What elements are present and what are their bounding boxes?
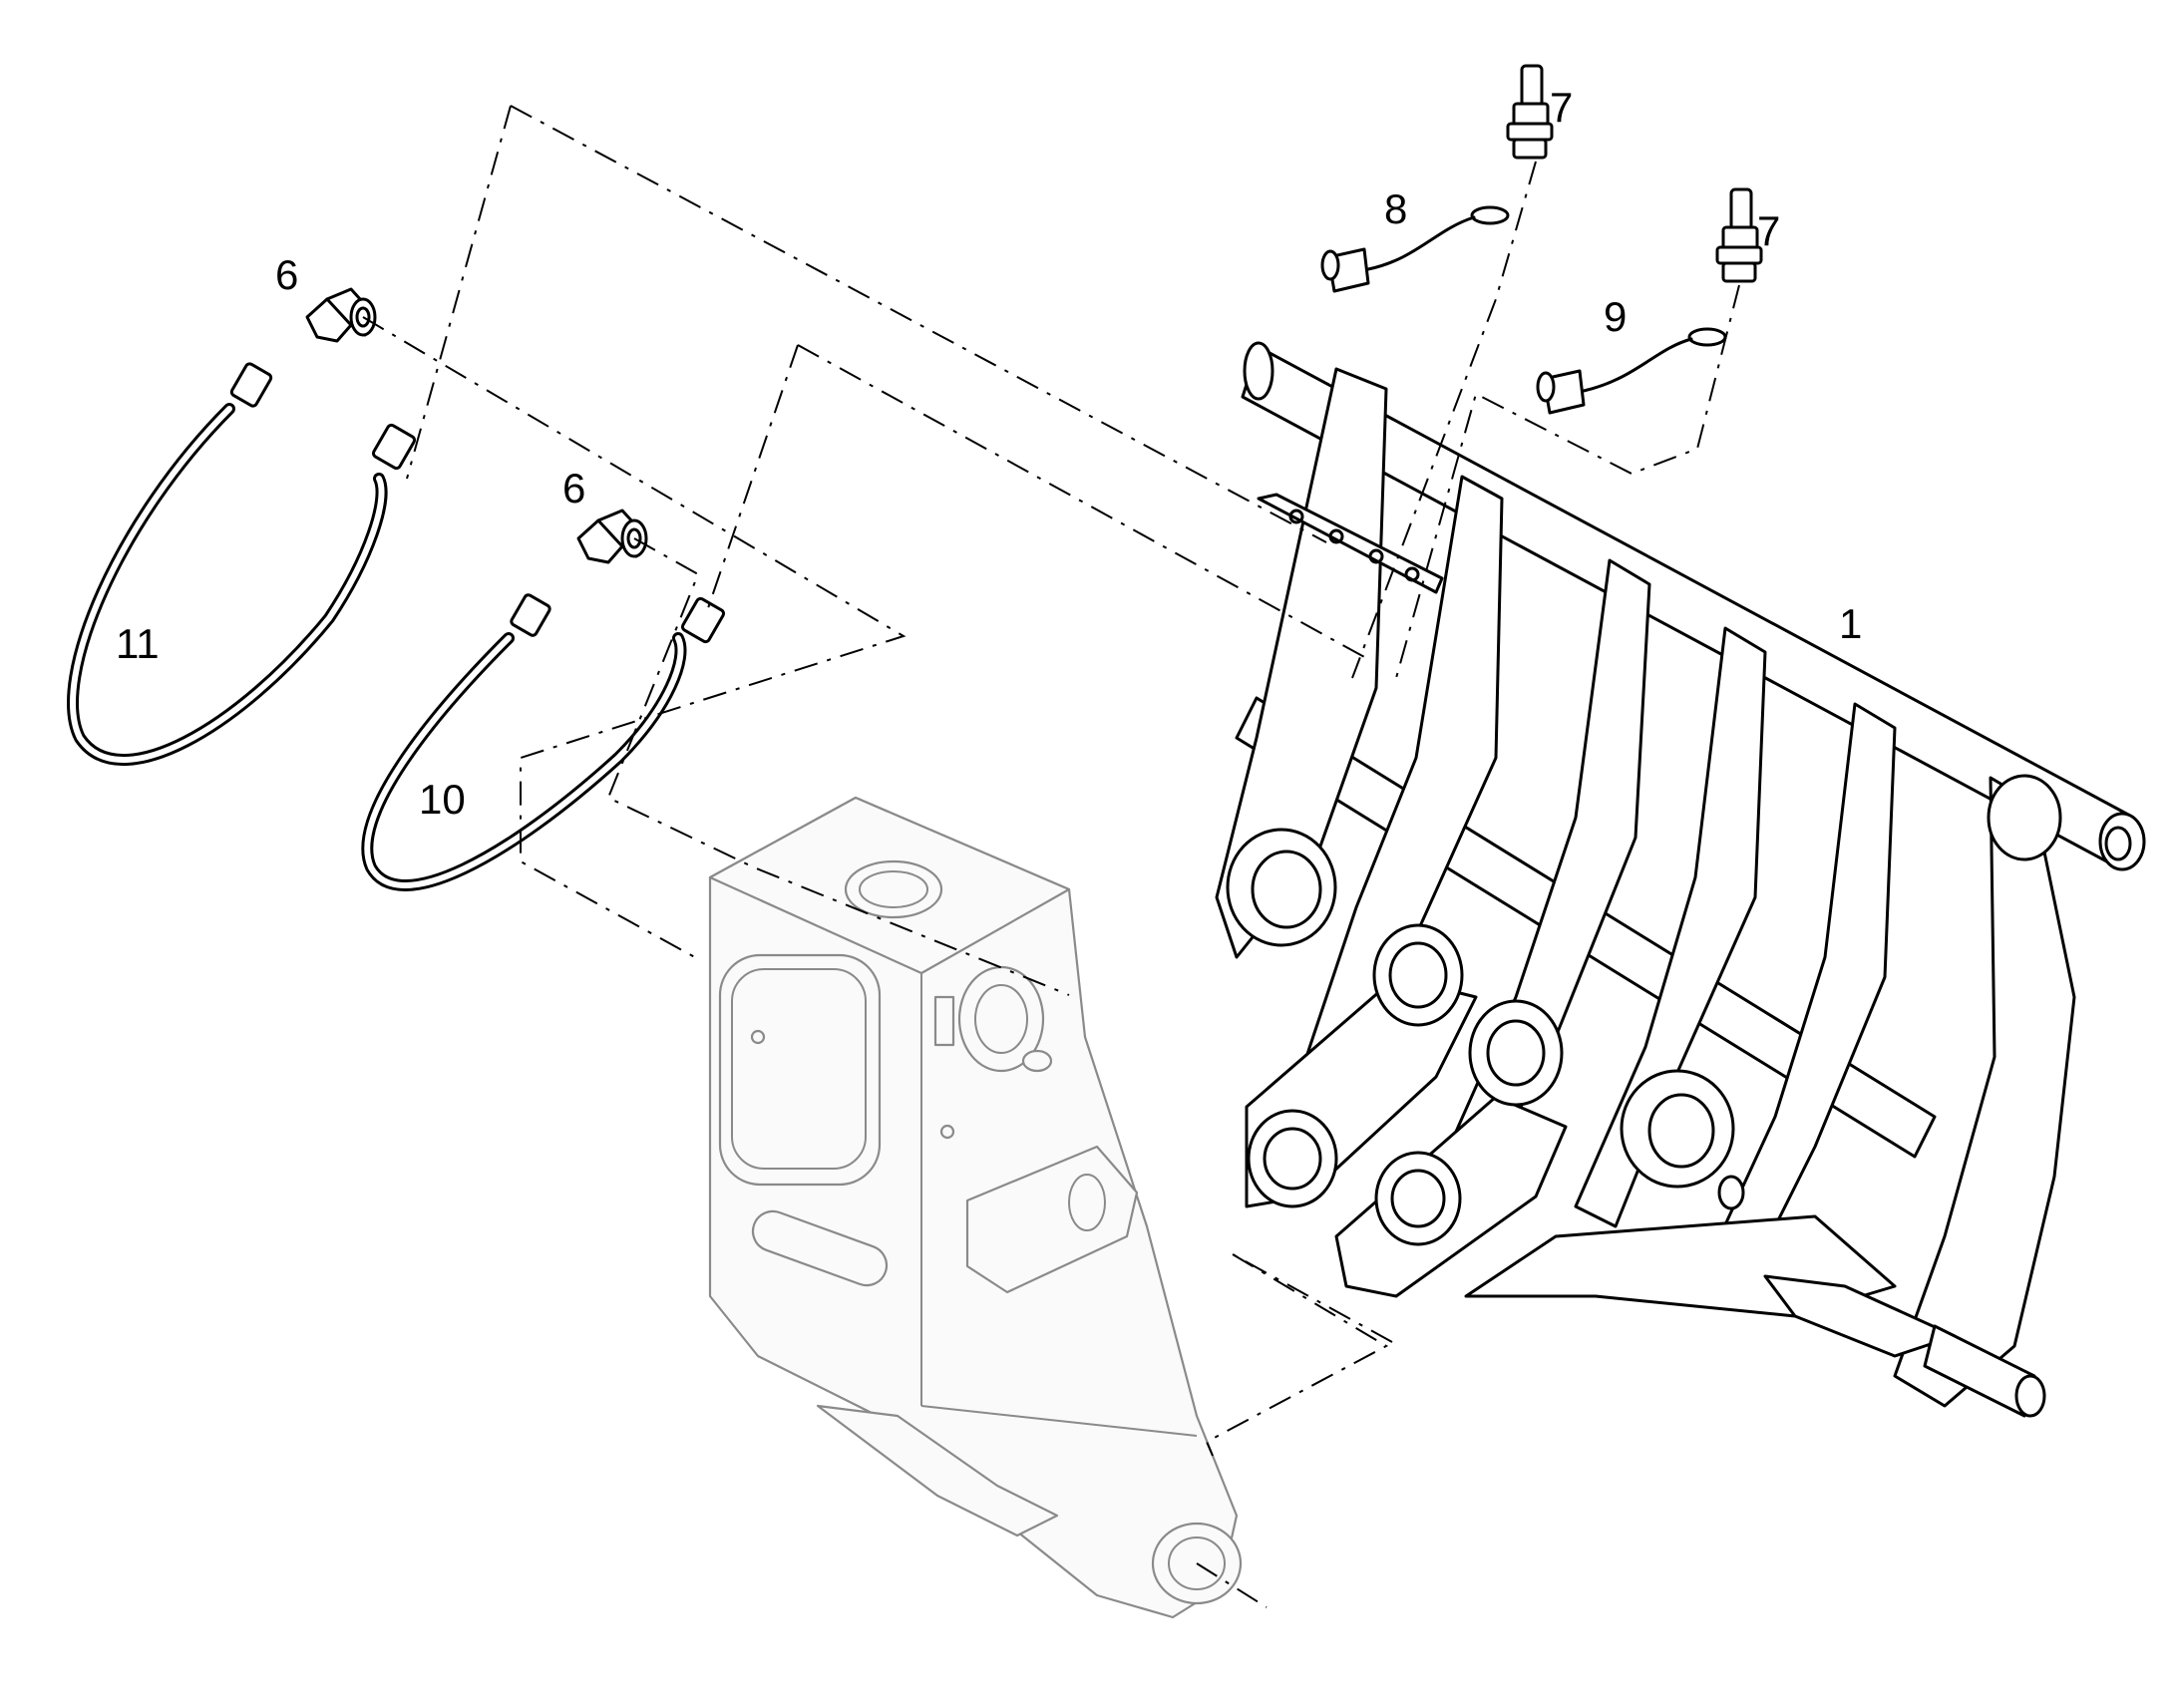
bushing [1987, 774, 2062, 861]
callout-11: 11 [116, 620, 160, 667]
assembly-leader-lines [362, 105, 1740, 1608]
dust-cap-8 [1320, 205, 1510, 293]
callout-7-right: 7 [1757, 207, 1780, 254]
bushing [1372, 923, 1464, 1027]
callout-6-lower: 6 [562, 465, 585, 512]
callout-1: 1 [1839, 600, 1862, 647]
ghost-mounting-bracket [708, 796, 1243, 1619]
callout-7-left: 7 [1550, 84, 1573, 131]
callout-6-upper: 6 [275, 251, 298, 298]
bushing [1374, 1151, 1462, 1246]
main-frame-part-1 [1215, 341, 2146, 1418]
bushing [1468, 999, 1564, 1107]
callout-9: 9 [1604, 293, 1627, 340]
bushing [1247, 1109, 1338, 1208]
dust-cap-9 [1536, 327, 1727, 415]
bushing [1226, 828, 1337, 947]
elbow-fitting-6a [305, 287, 377, 343]
quick-coupler-7b [1715, 187, 1763, 283]
hose-11 [67, 362, 417, 766]
quick-coupler-7a [1506, 64, 1554, 160]
mounting-tab [1257, 493, 1444, 594]
bushing [1620, 1069, 1735, 1189]
callout-10: 10 [419, 776, 466, 823]
callout-8: 8 [1384, 185, 1407, 232]
hose-10 [361, 593, 726, 891]
elbow-fitting-6b [576, 509, 648, 564]
